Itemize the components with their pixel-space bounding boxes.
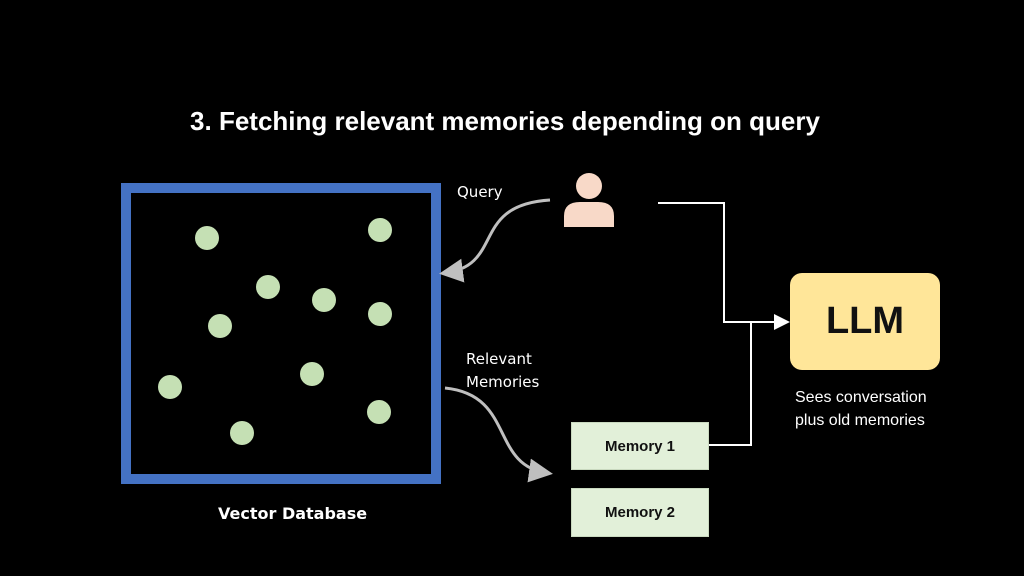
memory-dot	[158, 375, 182, 399]
memory-dot	[256, 275, 280, 299]
relevant-memories-arrow	[444, 386, 553, 483]
memory-to-llm-connector	[709, 322, 752, 446]
llm-box: LLM	[790, 273, 940, 370]
memory-dot	[312, 288, 336, 312]
memory-dot	[195, 226, 219, 250]
llm-caption: Sees conversation plus old memories	[795, 386, 927, 432]
memory-dots	[158, 218, 392, 445]
memory-dot	[367, 400, 391, 424]
relevant-line2: Memories	[466, 373, 540, 391]
vector-database-box	[121, 183, 441, 484]
relevant-line1: Relevant	[466, 350, 532, 368]
relevant-memories-label: Relevant Memories	[466, 348, 539, 394]
memory-dot	[368, 302, 392, 326]
memory-2-box: Memory 2	[571, 488, 709, 537]
query-arrow	[439, 198, 551, 283]
query-label: Query	[457, 183, 503, 201]
vector-database-label: Vector Database	[218, 504, 368, 523]
memory-dot	[368, 218, 392, 242]
memory-1-box: Memory 1	[571, 422, 709, 470]
slide-title: 3. Fetching relevant memories depending …	[190, 106, 820, 136]
llm-caption-line1: Sees conversation	[795, 389, 927, 406]
user-to-llm-connector	[658, 202, 790, 330]
memory-dot	[230, 421, 254, 445]
memory-dot	[300, 362, 324, 386]
memory-dot	[208, 314, 232, 338]
llm-caption-line2: plus old memories	[795, 412, 925, 429]
user-icon	[564, 173, 614, 227]
